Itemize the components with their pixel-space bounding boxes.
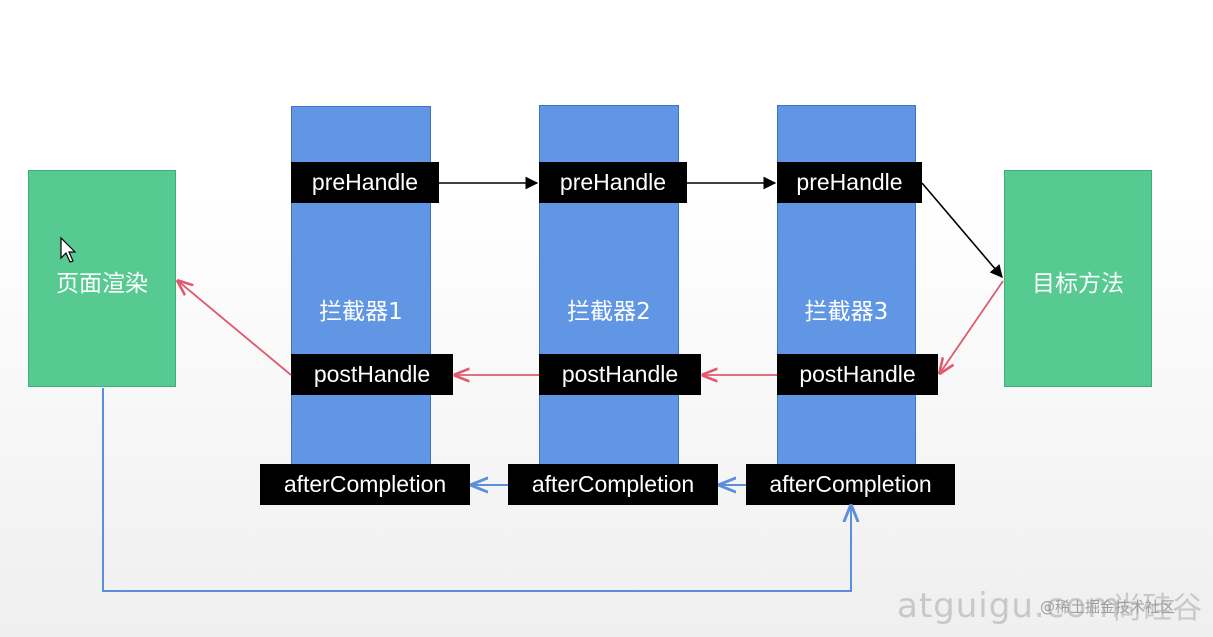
interceptor-1-posthandle: postHandle	[291, 354, 453, 395]
cursor-icon	[60, 236, 77, 263]
interceptor-2-posthandle: postHandle	[539, 354, 701, 395]
interceptor-3-label: 拦截器3	[804, 299, 889, 325]
interceptor-2-prehandle: preHandle	[539, 162, 687, 203]
interceptor-2-aftercompletion: afterCompletion	[508, 464, 718, 505]
arrow-target-to-post-3	[940, 280, 1004, 373]
target-method-label: 目标方法	[1032, 271, 1124, 297]
arrow-render-to-after-3	[102, 388, 851, 592]
interceptor-3-aftercompletion: afterCompletion	[746, 464, 955, 505]
interceptor-2-label: 拦截器2	[567, 299, 651, 325]
page-render-box: 页面渲染	[28, 170, 176, 387]
arrow-post-1-to-render	[178, 281, 292, 376]
interceptor-3-prehandle: preHandle	[777, 162, 922, 203]
arrow-pre-3-to-target	[921, 182, 1003, 278]
interceptor-3-posthandle: postHandle	[777, 354, 938, 395]
interceptor-1-aftercompletion: afterCompletion	[260, 464, 470, 505]
watermark-site: atguigu.com	[897, 586, 1122, 626]
watermark-credit: @稀土掘金技术社区	[1040, 598, 1176, 616]
target-method-box: 目标方法	[1004, 170, 1152, 387]
watermark-brand: 尚硅谷	[1112, 591, 1202, 626]
interceptor-1-label: 拦截器1	[319, 299, 403, 325]
interceptor-1-prehandle: preHandle	[291, 162, 439, 203]
page-render-label: 页面渲染	[56, 271, 148, 297]
